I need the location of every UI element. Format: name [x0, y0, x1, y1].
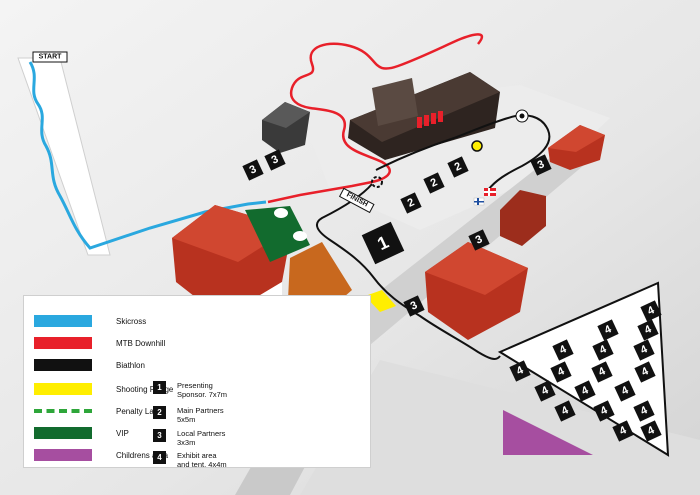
- red-right-building: [500, 190, 546, 246]
- red-center-building: [425, 242, 528, 340]
- legend-zone-3: 3 Local Partners 3x3m: [153, 429, 225, 447]
- exhibit-area: [497, 281, 670, 457]
- svg-text:4: 4: [597, 365, 608, 379]
- zone-marker-exhibit: 4: [552, 339, 574, 361]
- svg-text:4: 4: [618, 424, 629, 438]
- checkpoint-marker: [471, 140, 483, 152]
- start-sign: START: [32, 51, 68, 63]
- zone-marker-exhibit: 4: [633, 400, 655, 422]
- biathlon-route: [315, 183, 501, 360]
- zone-marker-exhibit: 4: [593, 400, 615, 422]
- svg-text:4: 4: [639, 343, 650, 357]
- zone-marker-exhibit: 4: [633, 339, 655, 361]
- svg-text:3: 3: [270, 153, 281, 166]
- legend-zone-4: 4 Exhibit area and tent. 4x4m: [153, 451, 227, 469]
- svg-text:4: 4: [556, 365, 567, 379]
- legend-biathlon: Biathlon: [34, 358, 145, 372]
- finland-flag-icon: [473, 197, 485, 206]
- map-legend: Skicross MTB Downhill Biathlon Shooting …: [23, 295, 371, 469]
- svg-text:4: 4: [580, 384, 591, 398]
- svg-text:2: 2: [429, 176, 440, 189]
- svg-text:4: 4: [640, 365, 651, 379]
- zone-marker-exhibit: 4: [550, 361, 572, 383]
- svg-text:4: 4: [558, 343, 569, 357]
- vip-swatch: [34, 427, 92, 439]
- svg-text:START: START: [39, 54, 63, 61]
- svg-text:4: 4: [515, 364, 526, 378]
- svg-text:4: 4: [643, 323, 654, 337]
- zone-marker-exhibit: 4: [534, 380, 556, 402]
- vip-tent: [245, 206, 310, 262]
- childrens-area: [503, 410, 593, 455]
- bottom-slope: [300, 360, 700, 495]
- zone-marker-local-partners: 3: [468, 229, 490, 251]
- legend-shooting: Shooting Range: [34, 382, 173, 396]
- svg-text:4: 4: [620, 384, 631, 398]
- zone-marker-exhibit: 4: [592, 339, 614, 361]
- svg-text:3: 3: [474, 233, 485, 246]
- svg-text:2: 2: [453, 160, 464, 173]
- zone-marker-local-partners: 3: [530, 154, 552, 176]
- children-swatch: [34, 449, 92, 461]
- zone-marker-local-partners: 3: [403, 295, 425, 317]
- svg-text:4: 4: [560, 404, 571, 418]
- svg-text:4: 4: [639, 404, 650, 418]
- shooting-swatch: [34, 383, 92, 395]
- legend-vip: VIP: [34, 426, 129, 440]
- biathlon-swatch: [34, 359, 92, 371]
- skicross-swatch: [34, 315, 92, 327]
- svg-text:4: 4: [646, 424, 657, 438]
- small-dark-building: [262, 102, 310, 153]
- skicross-route: [28, 61, 267, 250]
- zone-marker-exhibit: 4: [574, 380, 596, 402]
- zone-marker-exhibit: 4: [640, 300, 662, 322]
- zone-marker-exhibit: 4: [554, 400, 576, 422]
- arena-building: [348, 72, 500, 160]
- zone-marker-exhibit: 4: [637, 319, 659, 341]
- legend-children: Childrens area: [34, 448, 168, 462]
- red-house-top: [548, 125, 605, 170]
- penalty-swatch: [34, 409, 92, 413]
- zone-marker-exhibit: 4: [640, 420, 662, 442]
- target-icon: [515, 109, 529, 123]
- zone-marker-exhibit: 4: [614, 380, 636, 402]
- mtb-route: [267, 33, 484, 204]
- norway-flag-icon: [484, 188, 496, 196]
- shooting-range: [365, 290, 396, 312]
- zone-marker-exhibit: 4: [597, 319, 619, 341]
- mtb-swatch: [34, 337, 92, 349]
- zone-marker-exhibit: 4: [612, 420, 634, 442]
- svg-text:3: 3: [536, 158, 547, 171]
- legend-zone-2: 2 Main Partners 5x5m: [153, 406, 224, 424]
- zone-marker-exhibit: 4: [509, 360, 531, 382]
- finish-marker-icon: [371, 176, 383, 188]
- zone-marker-presenting: 1: [361, 221, 405, 265]
- svg-text:4: 4: [599, 404, 610, 418]
- zone-marker-exhibit: 4: [591, 361, 613, 383]
- legend-penalty: Penalty Lap: [34, 404, 158, 418]
- zone-marker-main-partners: 2: [423, 172, 445, 194]
- legend-zone-1: 1 Presenting Sponsor. 7x7m: [153, 381, 227, 399]
- legend-mtb: MTB Downhill: [34, 336, 165, 350]
- svg-text:3: 3: [409, 299, 420, 312]
- svg-text:4: 4: [646, 304, 657, 318]
- zone-marker-local-partners: 3: [264, 149, 286, 171]
- svg-text:4: 4: [598, 343, 609, 357]
- svg-text:3: 3: [248, 163, 259, 176]
- zone-marker-main-partners: 2: [447, 156, 469, 178]
- svg-text:2: 2: [406, 196, 417, 209]
- zone-marker-main-partners: 2: [400, 192, 422, 214]
- legend-skicross: Skicross: [34, 314, 146, 328]
- svg-text:4: 4: [603, 323, 614, 337]
- svg-text:4: 4: [540, 384, 551, 398]
- zone-marker-exhibit: 4: [634, 361, 656, 383]
- zone-marker-local-partners: 3: [242, 159, 264, 181]
